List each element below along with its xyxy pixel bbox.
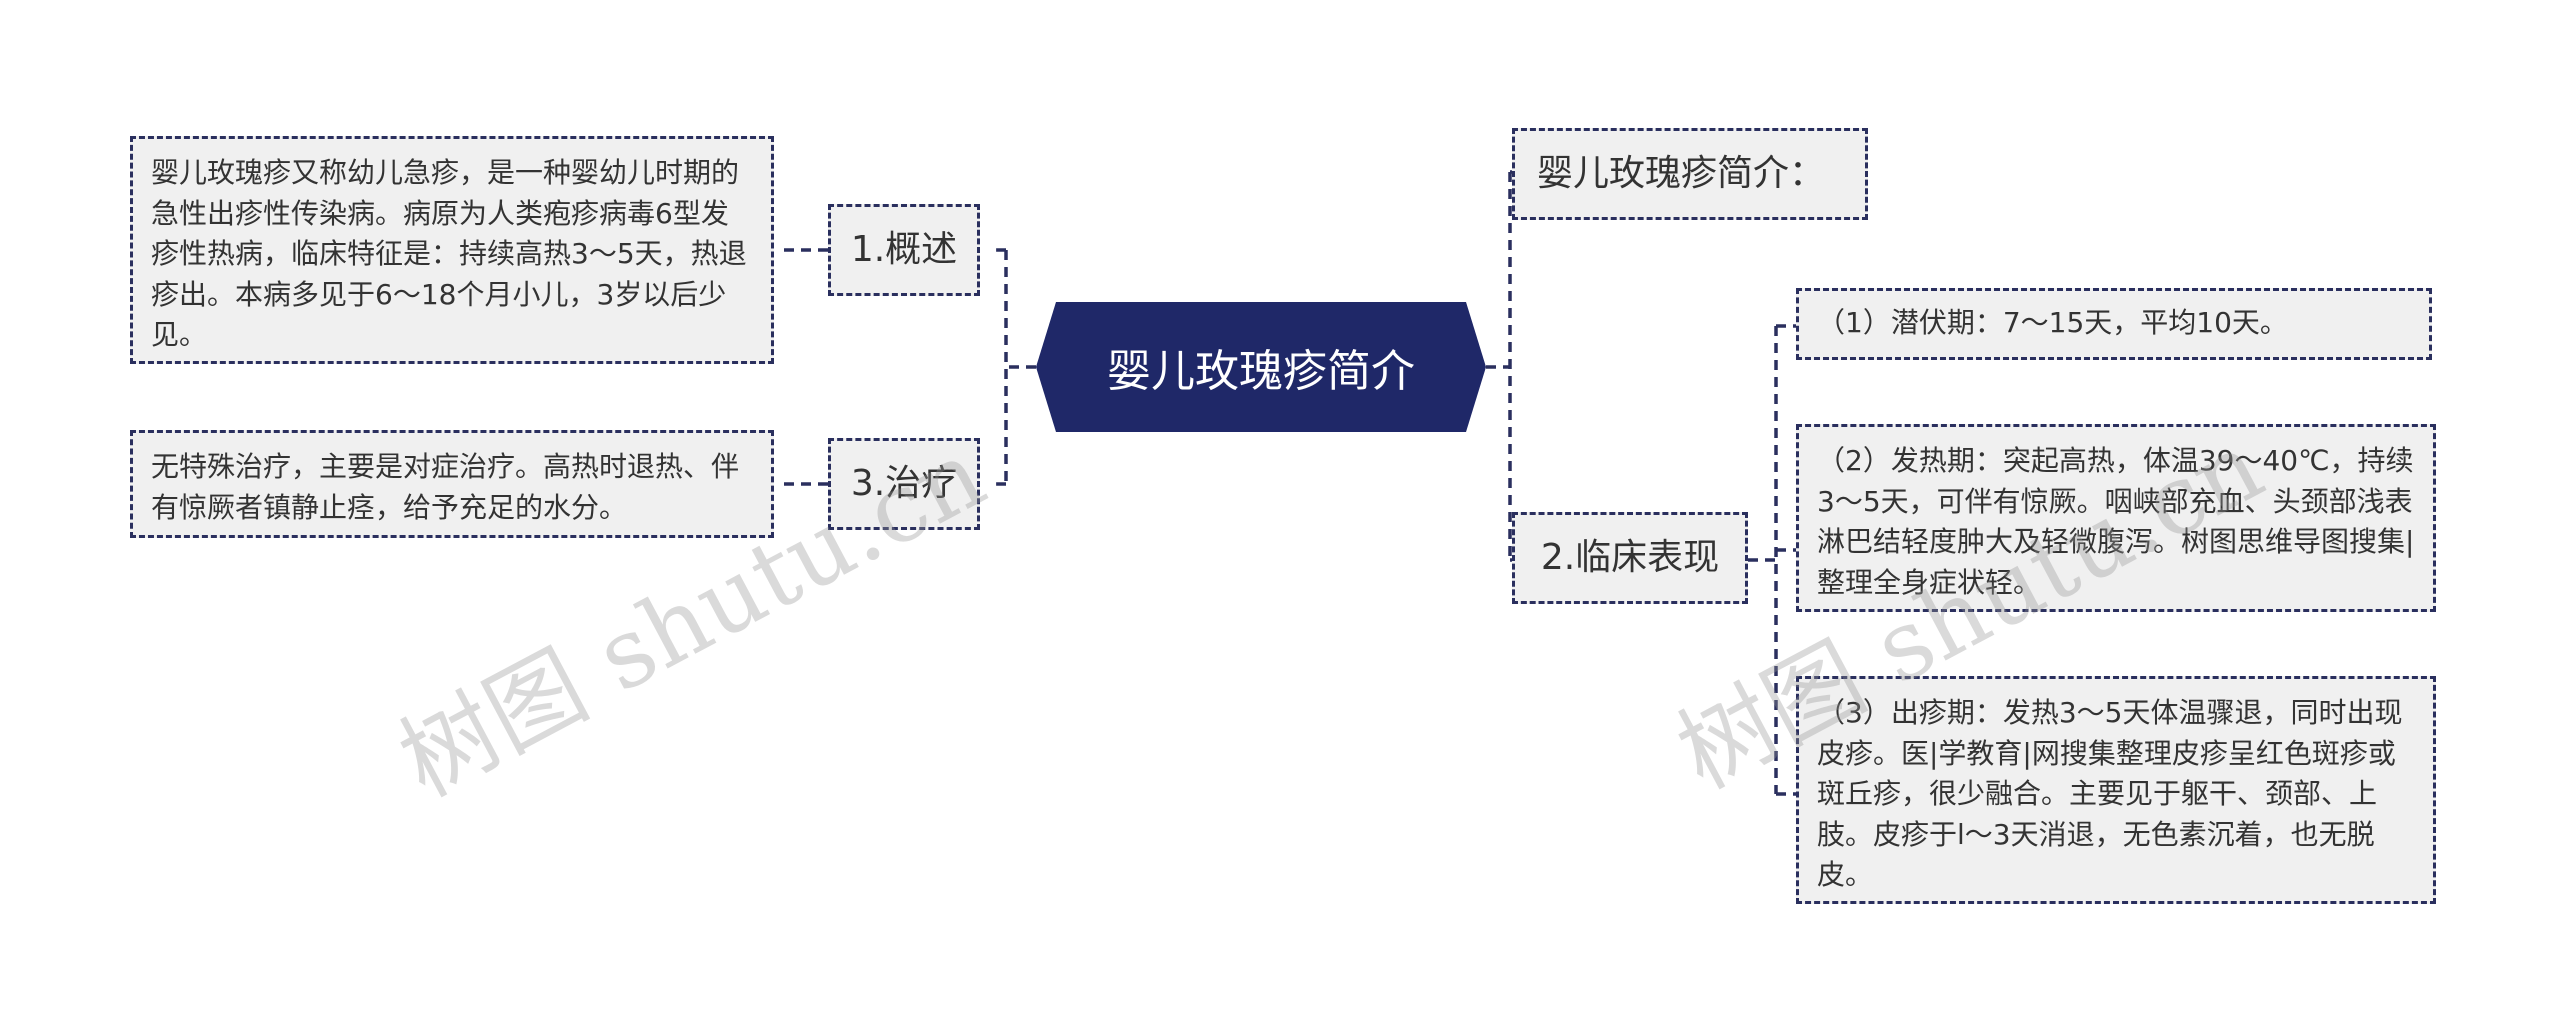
clinical-item-incubation[interactable]: （1）潜伏期：7～15天，平均10天。: [1796, 288, 2432, 360]
clinical-item-text: （3）出疹期：发热3～5天体温骤退，同时出现皮疹。医|学教育|网搜集整理皮疹呈红…: [1817, 696, 2403, 892]
treatment-text-node[interactable]: 无特殊治疗，主要是对症治疗。高热时退热、伴有惊厥者镇静止痉，给予充足的水分。: [130, 430, 774, 538]
root-hexagon-shape: [1036, 302, 1486, 432]
clinical-item-text: （1）潜伏期：7～15天，平均10天。: [1817, 306, 2288, 339]
clinical-label: 2.临床表现: [1540, 536, 1720, 578]
treatment-text: 无特殊治疗，主要是对症治疗。高热时退热、伴有惊厥者镇静止痉，给予充足的水分。: [151, 450, 740, 524]
overview-text-node[interactable]: 婴儿玫瑰疹又称幼儿急疹，是一种婴幼儿时期的急性出疹性传染病。病原为人类疱疹病毒6…: [130, 136, 774, 364]
root-title: 婴儿玫瑰疹简介: [1107, 346, 1415, 397]
clinical-branch-node[interactable]: 2.临床表现: [1512, 512, 1748, 604]
overview-text: 婴儿玫瑰疹又称幼儿急疹，是一种婴幼儿时期的急性出疹性传染病。病原为人类疱疹病毒6…: [151, 156, 747, 352]
intro-label: 婴儿玫瑰疹简介：: [1537, 152, 1826, 194]
intro-branch-node[interactable]: 婴儿玫瑰疹简介：: [1512, 128, 1868, 220]
overview-label: 1.概述: [850, 228, 958, 270]
overview-branch-node[interactable]: 1.概述: [828, 204, 980, 296]
treatment-label: 3.治疗: [850, 462, 958, 504]
clinical-item-rash[interactable]: （3）出疹期：发热3～5天体温骤退，同时出现皮疹。医|学教育|网搜集整理皮疹呈红…: [1796, 676, 2436, 904]
root-topic[interactable]: 婴儿玫瑰疹简介: [1036, 302, 1486, 432]
treatment-branch-node[interactable]: 3.治疗: [828, 438, 980, 530]
clinical-item-text: （2）发热期：突起高热，体温39～40℃，持续3～5天，可伴有惊厥。咽峡部充血、…: [1817, 444, 2415, 599]
clinical-item-fever[interactable]: （2）发热期：突起高热，体温39～40℃，持续3～5天，可伴有惊厥。咽峡部充血、…: [1796, 424, 2436, 612]
